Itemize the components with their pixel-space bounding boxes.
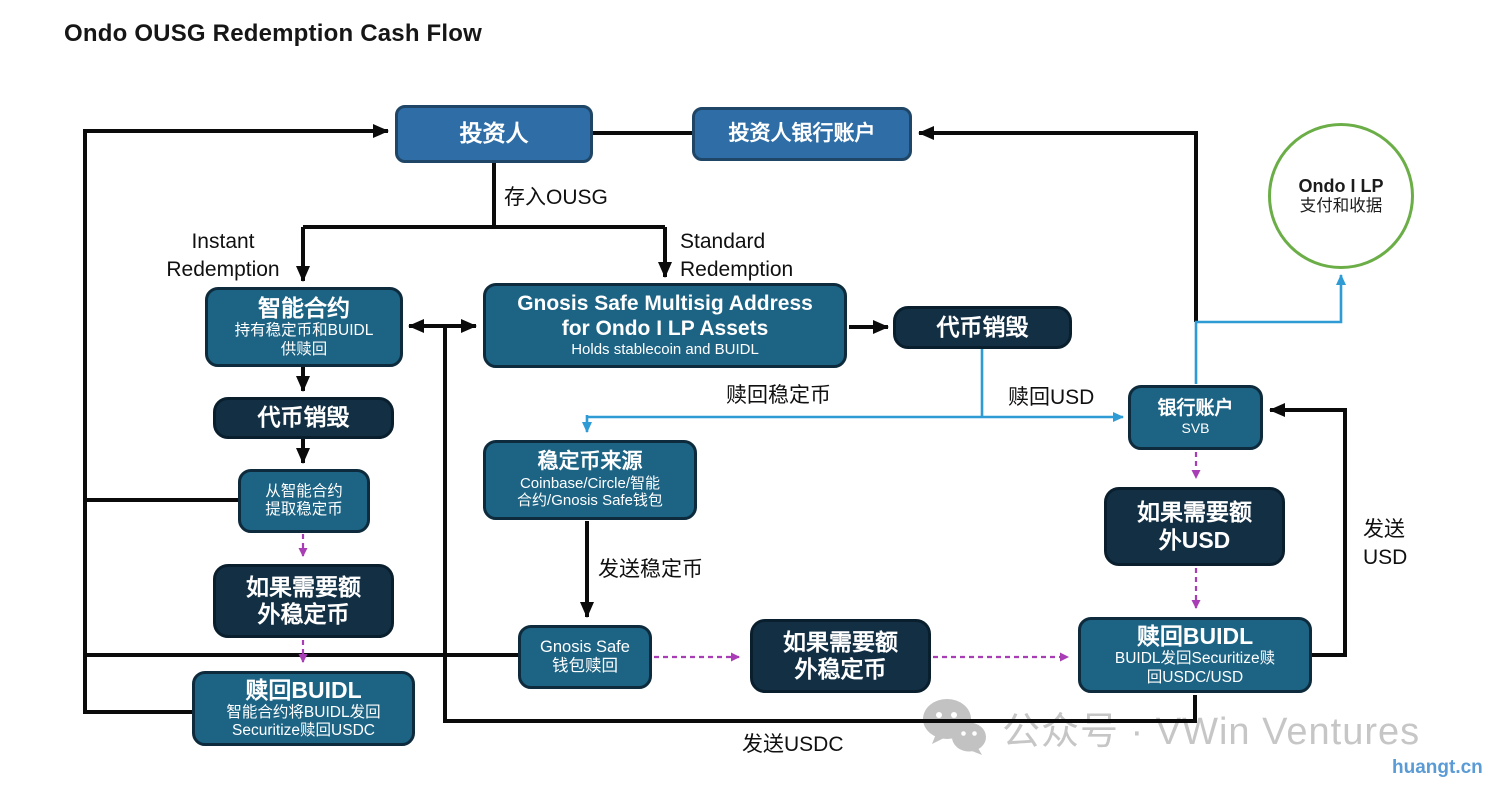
node-stablecoin-source-title: 稳定币来源 bbox=[537, 449, 643, 473]
node-stablecoin-source-line1: Coinbase/Circle/智能 bbox=[519, 474, 661, 492]
node-gnosis-multisig-title1: Gnosis Safe Multisig Address bbox=[517, 291, 813, 315]
node-withdraw-stablecoin: 从智能合约 提取稳定币 bbox=[238, 469, 370, 533]
node-investor-label: 投资人 bbox=[459, 120, 529, 147]
watermark-text: 公众号 · VWin Ventures bbox=[1002, 710, 1421, 753]
label-instant-redemption: Instant Redemption bbox=[148, 228, 298, 285]
node-bank-account: 银行账户 SVB bbox=[1128, 385, 1263, 450]
label-standard-line2: Redemption bbox=[680, 258, 794, 282]
node-ondo-lp-subtitle: 支付和收据 bbox=[1299, 196, 1383, 215]
node-redeem-buidl-left-title: 赎回BUIDL bbox=[245, 676, 362, 703]
site-credit: huangt.cn bbox=[1392, 757, 1483, 778]
node-investor-bank: 投资人银行账户 bbox=[692, 107, 912, 161]
node-gnosis-multisig-title2: for Ondo I LP Assets bbox=[561, 316, 769, 340]
node-need-usd-line2: 外USD bbox=[1158, 526, 1231, 553]
node-investor: 投资人 bbox=[395, 105, 593, 163]
label-redeem-usd: 赎回USD bbox=[1008, 386, 1095, 409]
node-need-stablecoin-mid-line1: 如果需要额 bbox=[783, 628, 898, 655]
label-send-usdc: 发送USDC bbox=[742, 733, 844, 756]
label-send-stablecoin: 发送稳定币 bbox=[598, 558, 703, 581]
label-instant-line1: Instant bbox=[191, 230, 255, 253]
node-redeem-buidl-right: 赎回BUIDL BUIDL发回Securitize赎 回USDC/USD bbox=[1078, 617, 1312, 693]
node-need-stablecoin-mid: 如果需要额 外稳定币 bbox=[750, 619, 931, 693]
node-redeem-buidl-left-line2: Securitize赎回USDC bbox=[232, 722, 375, 740]
label-send-usd-line1: 发送 bbox=[1363, 518, 1405, 541]
node-gnosis-wallet-redeem-line1: Gnosis Safe bbox=[540, 637, 630, 656]
label-standard-redemption: Standard Redemption bbox=[680, 228, 840, 285]
node-redeem-buidl-left-line1: 智能合约将BUIDL发回 bbox=[226, 703, 381, 721]
node-need-stablecoin-mid-line2: 外稳定币 bbox=[794, 656, 887, 682]
node-token-burn-right: 代币销毁 bbox=[893, 306, 1072, 349]
node-need-usd-line1: 如果需要额 bbox=[1137, 499, 1252, 526]
node-redeem-buidl-right-line1: BUIDL发回Securitize赎 bbox=[1114, 650, 1276, 668]
node-need-usd: 如果需要额 外USD bbox=[1104, 487, 1285, 566]
node-need-stablecoin-left-line1: 如果需要额 bbox=[246, 573, 361, 600]
node-smart-contract: 智能合约 持有稳定币和BUIDL 供赎回 bbox=[205, 287, 403, 367]
node-stablecoin-source-line2: 合约/Gnosis Safe钱包 bbox=[517, 492, 663, 510]
node-stablecoin-source: 稳定币来源 Coinbase/Circle/智能 合约/Gnosis Safe钱… bbox=[483, 440, 697, 520]
node-investor-bank-label: 投资人银行账户 bbox=[728, 121, 876, 145]
label-instant-line2: Redemption bbox=[166, 258, 280, 282]
node-ondo-lp-title: Ondo I LP bbox=[1298, 175, 1384, 196]
node-need-stablecoin-left-line2: 外稳定币 bbox=[257, 601, 350, 627]
node-withdraw-stablecoin-line2: 提取稳定币 bbox=[265, 501, 343, 518]
label-send-usd-line2: USD bbox=[1363, 546, 1408, 570]
label-redeem-stablecoin: 赎回稳定币 bbox=[726, 384, 831, 407]
node-gnosis-multisig: Gnosis Safe Multisig Address for Ondo I … bbox=[483, 283, 847, 368]
label-deposit-ousg: 存入OUSG bbox=[504, 186, 608, 209]
node-redeem-buidl-right-line2: 回USDC/USD bbox=[1146, 668, 1244, 686]
node-ondo-lp: Ondo I LP 支付和收据 bbox=[1268, 123, 1414, 269]
node-gnosis-multisig-subtitle: Holds stablecoin and BUIDL bbox=[571, 341, 759, 359]
node-gnosis-wallet-redeem: Gnosis Safe 钱包赎回 bbox=[518, 625, 652, 689]
node-token-burn-right-label: 代币销毁 bbox=[936, 313, 1029, 340]
node-smart-contract-title: 智能合约 bbox=[258, 295, 350, 322]
watermark: 公众号 · VWin Ventures bbox=[922, 698, 1420, 756]
page-title: Ondo OUSG Redemption Cash Flow bbox=[64, 20, 483, 47]
node-bank-account-subtitle: SVB bbox=[1181, 420, 1210, 437]
node-gnosis-wallet-redeem-line2: 钱包赎回 bbox=[552, 657, 618, 675]
node-token-burn-left-label: 代币销毁 bbox=[257, 404, 350, 431]
node-redeem-buidl-left: 赎回BUIDL 智能合约将BUIDL发回 Securitize赎回USDC bbox=[192, 671, 415, 746]
node-withdraw-stablecoin-line1: 从智能合约 bbox=[265, 482, 343, 500]
label-standard-line1: Standard bbox=[680, 230, 766, 253]
node-token-burn-left: 代币销毁 bbox=[213, 397, 394, 439]
node-redeem-buidl-right-title: 赎回BUIDL bbox=[1136, 623, 1254, 650]
node-bank-account-title: 银行账户 bbox=[1157, 398, 1234, 420]
node-smart-contract-line2: 供赎回 bbox=[280, 340, 328, 358]
node-smart-contract-line1: 持有稳定币和BUIDL bbox=[234, 322, 374, 340]
label-send-usd: 发送 USD bbox=[1363, 516, 1407, 573]
node-need-stablecoin-left: 如果需要额 外稳定币 bbox=[213, 564, 394, 638]
